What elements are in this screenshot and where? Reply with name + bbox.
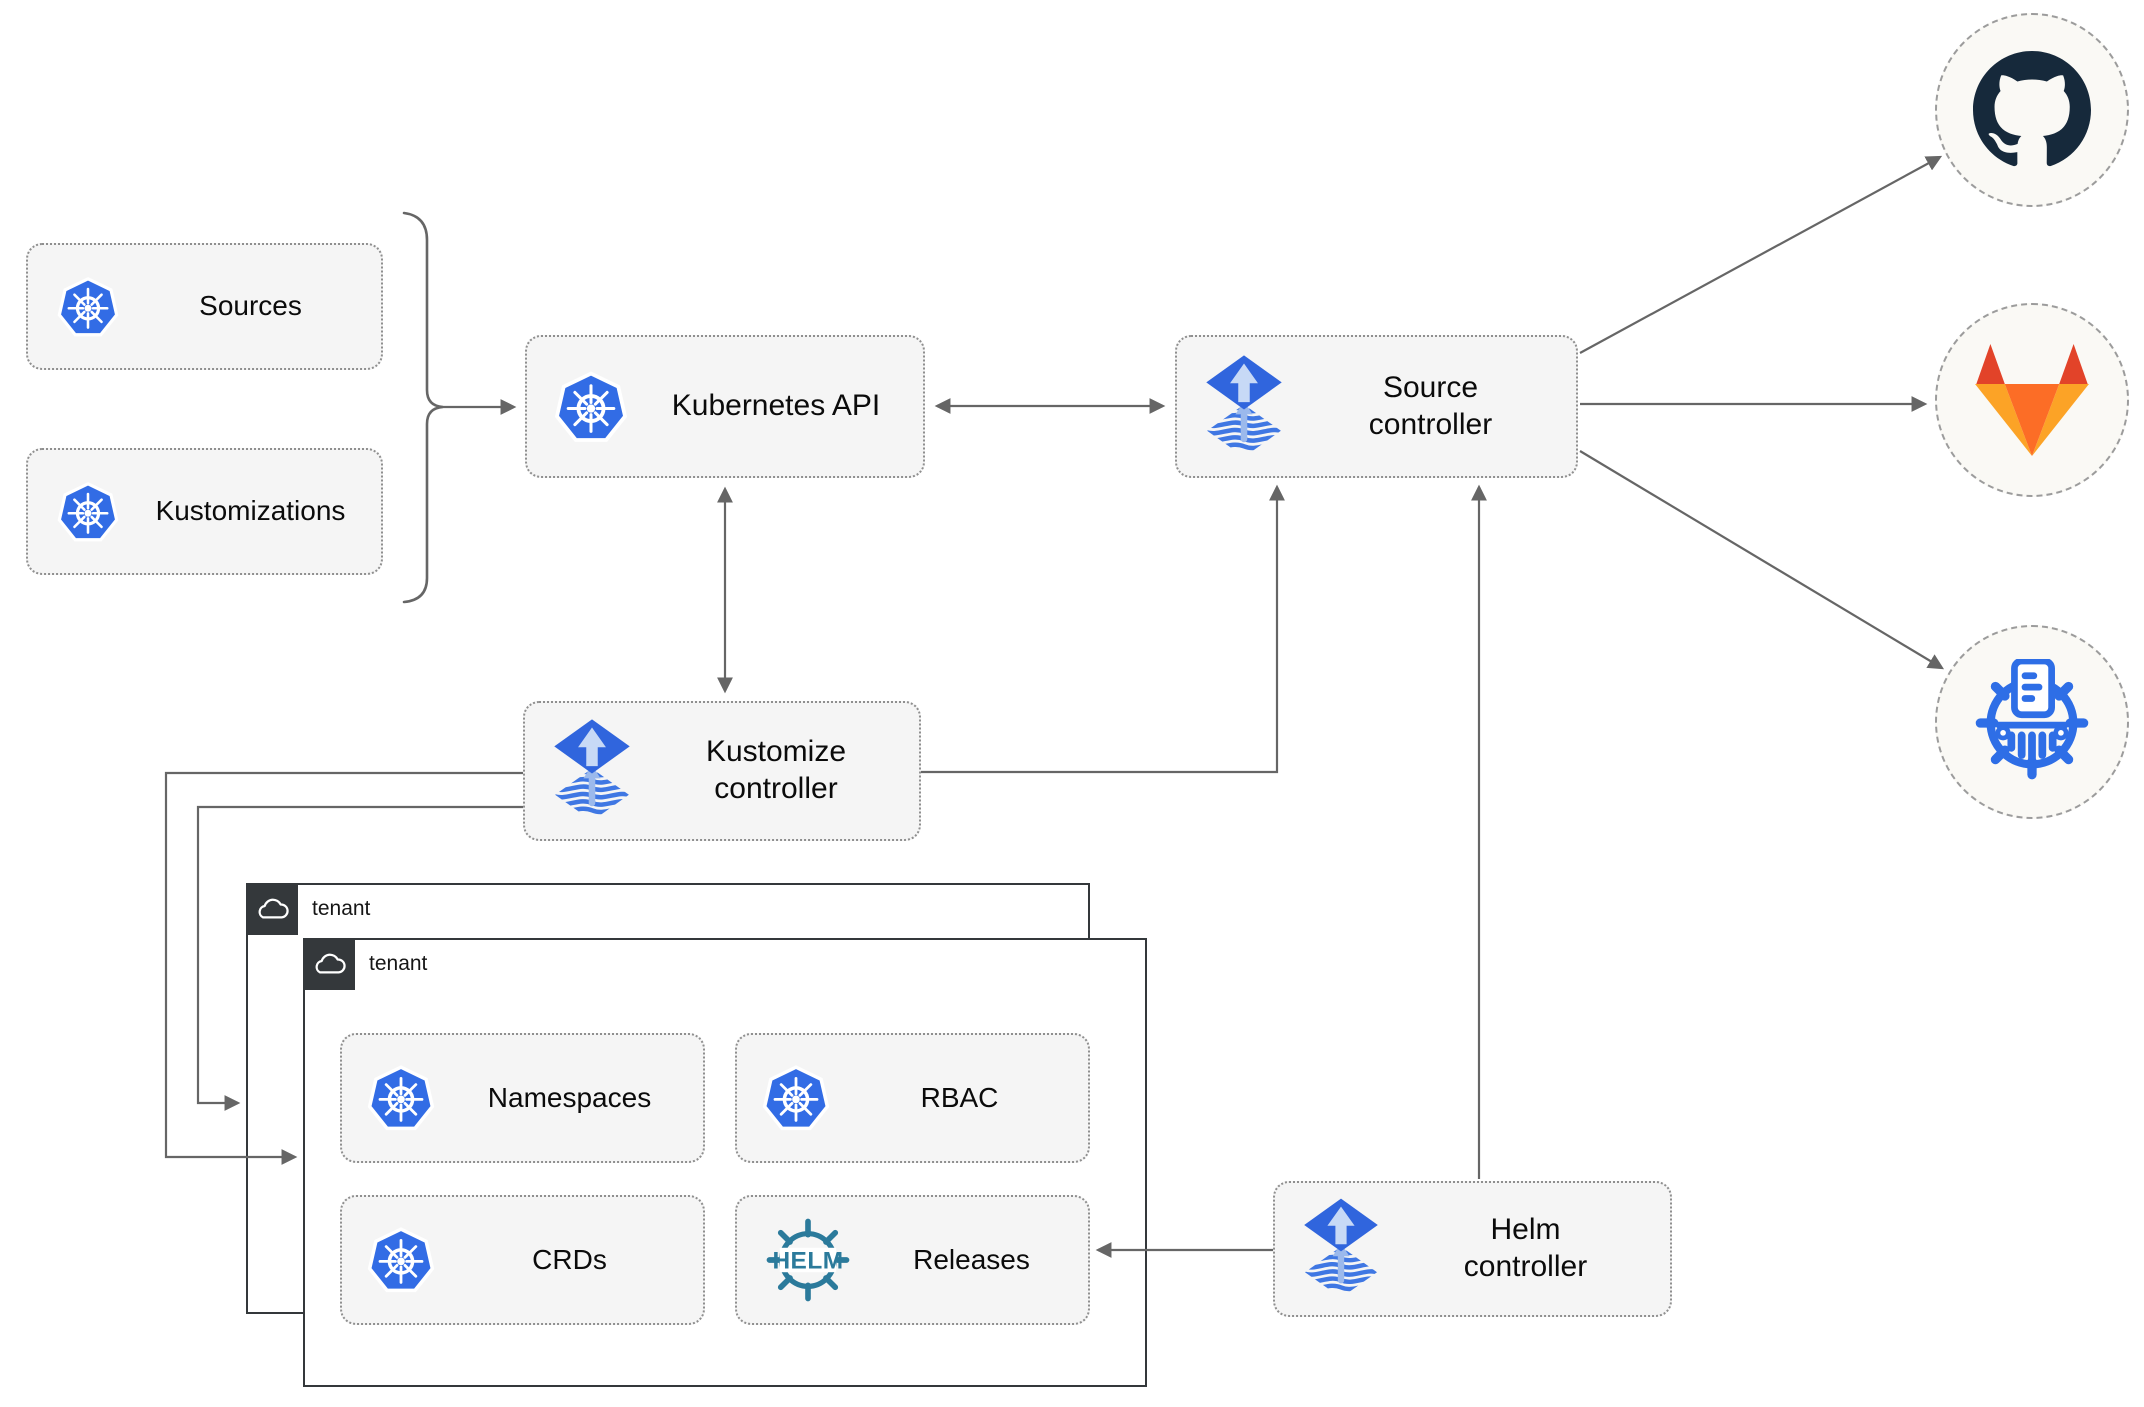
cloud-icon [256,897,289,921]
flux-icon [1301,1198,1381,1300]
node-label: Kustomizations [155,495,346,527]
helm-wordmark: HELM [772,1247,843,1274]
edge-source-controller-to-registry [1579,450,1945,670]
tenant-tab [303,938,355,990]
helm-icon: HELM [761,1213,855,1307]
tenant-label: tenant [369,952,428,975]
cloud-icon [313,952,346,976]
node-label: Kubernetes API [671,389,881,423]
kubernetes-icon [366,1225,436,1295]
node-label: Helm controller [1463,1213,1588,1283]
node-rbac: RBAC [735,1033,1090,1163]
node-kustomize-controller: Kustomize controller [523,701,921,841]
github-provider [1935,13,2129,207]
node-helm-controller: Helm controller [1273,1181,1672,1317]
registry-provider [1935,625,2129,819]
node-label: CRDs [532,1243,607,1275]
node-releases: HELM Releases [735,1195,1090,1325]
node-label: RBAC [920,1081,999,1113]
node-label: Sources [199,290,302,322]
node-label: Source controller [1368,370,1493,441]
flux-icon [1203,355,1285,459]
edge-bracket-sources-kustomizations [402,211,444,604]
kubernetes-icon [366,1063,436,1133]
kubernetes-icon [761,1063,831,1133]
flux-icon [551,719,633,823]
node-label: Namespaces [487,1081,652,1113]
edge-kustomize-controller-to-source-controller [921,484,1285,774]
tenant-tab [246,883,298,935]
edge-source-controller-to-github [1579,155,1943,354]
node-kubernetes-api: Kubernetes API [525,335,925,478]
node-label: Releases [913,1243,1030,1275]
node-namespaces: Namespaces [340,1033,705,1163]
oci-registry-icon [1970,659,2094,785]
github-icon [1973,51,2091,169]
kubernetes-icon [56,275,120,339]
kubernetes-icon [553,369,629,445]
node-source-controller: Source controller [1175,335,1578,478]
node-sources: Sources [26,243,383,370]
gitlab-provider [1935,303,2129,497]
kubernetes-icon [56,480,120,544]
node-label: Kustomize controller [705,735,847,805]
node-crds: CRDs [340,1195,705,1325]
node-kustomizations: Kustomizations [26,448,383,575]
gitlab-icon [1968,339,2096,461]
tenant-label: tenant [312,897,371,920]
